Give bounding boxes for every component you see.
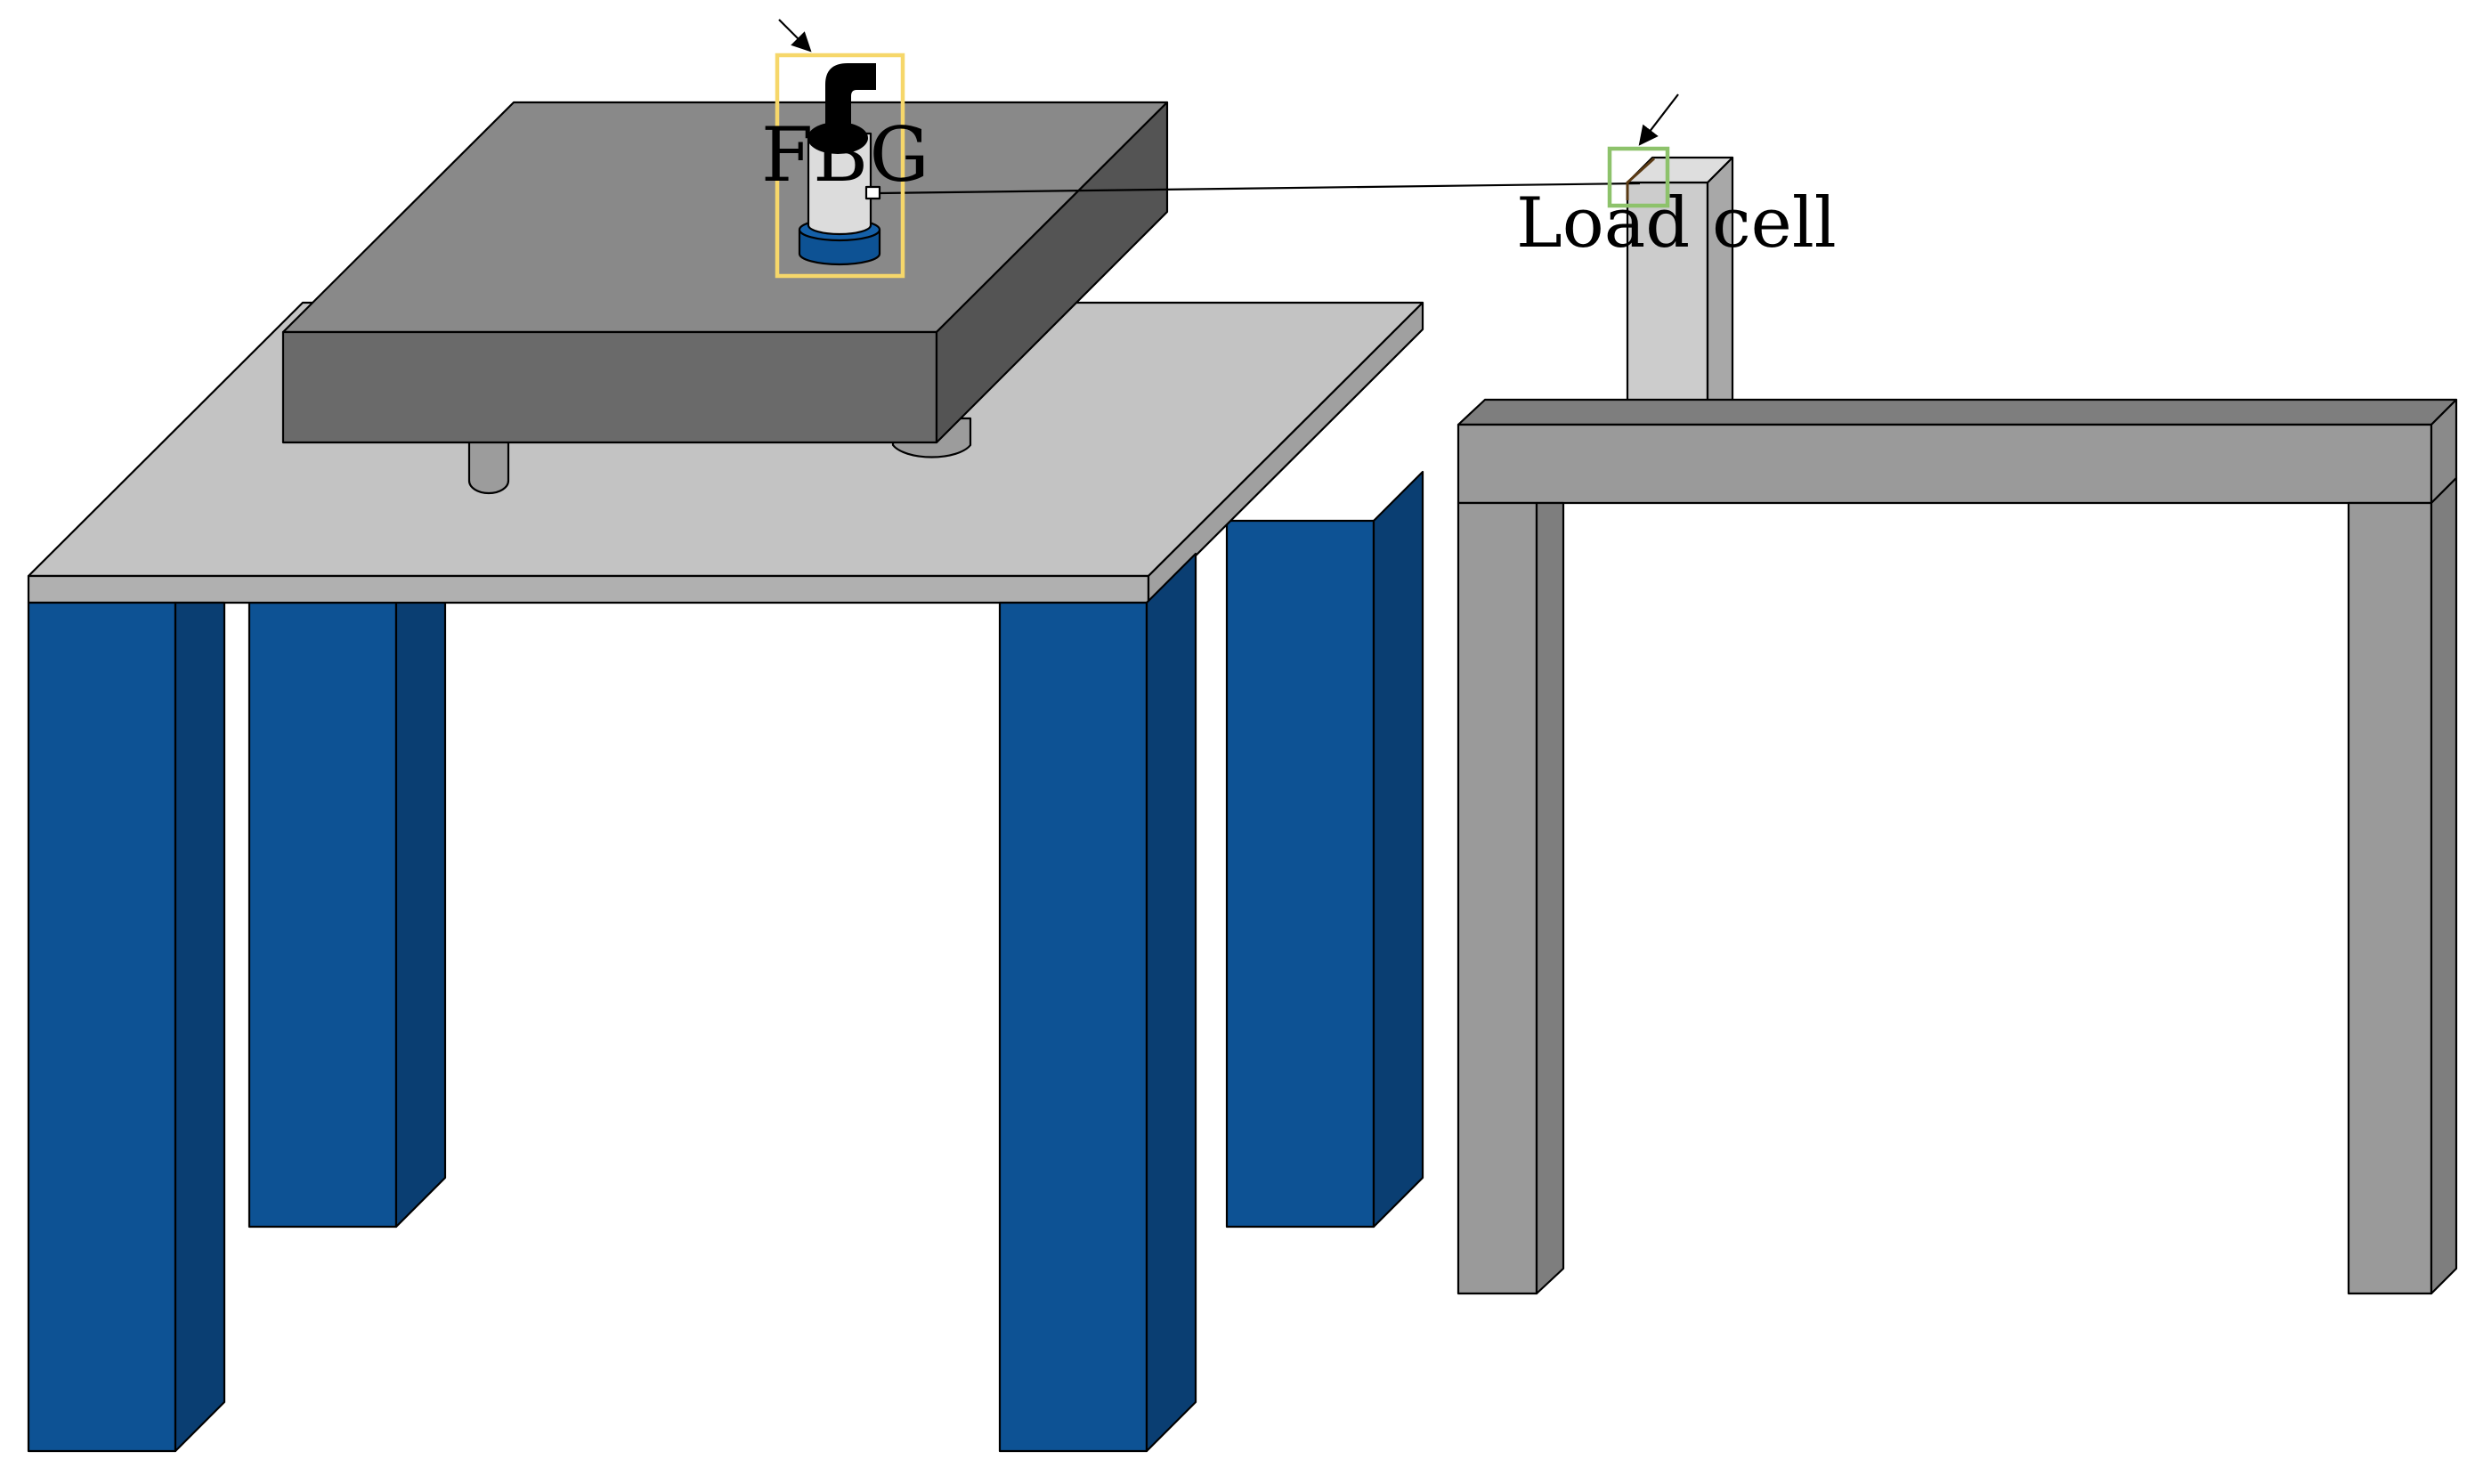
table-leg-back-right xyxy=(1225,470,1424,1229)
grey-frame xyxy=(1457,156,2458,1295)
grey-slab xyxy=(281,101,1169,495)
load-cell-highlight-box xyxy=(1607,146,1670,208)
frame-leg-left xyxy=(1457,501,1565,1295)
table-leg-back-left xyxy=(247,552,447,1229)
table-leg-front-right xyxy=(998,552,1197,1453)
load-cell-post xyxy=(1626,156,1734,426)
fbg-arrow xyxy=(778,19,812,53)
slab-front xyxy=(281,330,938,444)
load-cell-sensor xyxy=(1626,157,1656,200)
fbg-highlight-box xyxy=(775,53,905,279)
fiber-cable xyxy=(879,182,1641,195)
slab-side xyxy=(935,101,1169,444)
fbg-sensor xyxy=(798,63,881,266)
table-leg-front-left xyxy=(27,601,226,1453)
frame-beam-top xyxy=(1457,398,2458,426)
blue-table xyxy=(27,301,1424,1453)
table-top-front-edge xyxy=(27,574,1150,604)
load-cell-arrow xyxy=(1638,93,1679,146)
frame-beam-front xyxy=(1457,423,2433,505)
load-cell-label: Load cell xyxy=(1516,183,1837,264)
table-top-side-edge xyxy=(1147,301,1424,604)
frame-leg-right xyxy=(2347,476,2458,1295)
fbg-label: FBG xyxy=(761,111,929,199)
